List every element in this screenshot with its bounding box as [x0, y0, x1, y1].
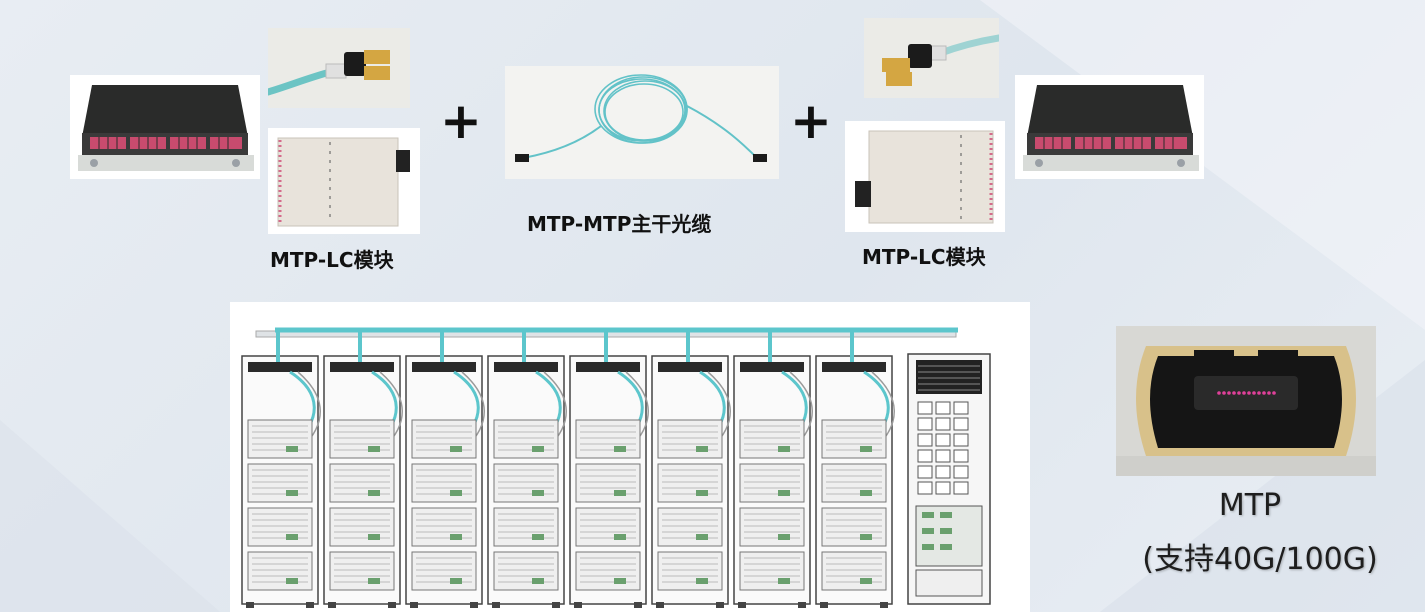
server-rack: [815, 332, 895, 608]
mtp-subtitle: (支持40G/100G): [1142, 542, 1378, 577]
cassette-module-icon: [268, 128, 420, 234]
mtp-title: MTP: [1218, 488, 1282, 523]
lc-connector-icon: [864, 18, 999, 98]
plus-sign-left: +: [440, 92, 482, 150]
right-patch-panel-photo: [1015, 75, 1204, 179]
server-rack: [487, 332, 567, 608]
right-connector-photo: [864, 18, 999, 98]
server-rack-row-icon: [230, 302, 1030, 612]
mtp-connector-closeup-icon: [1116, 326, 1376, 476]
left-patch-panel-photo: [70, 75, 260, 179]
lc-connector-icon: [268, 28, 410, 108]
fiber-trunk-cable-icon: [505, 66, 779, 179]
mtp-connector-closeup: [1116, 326, 1376, 476]
server-rack: [651, 332, 731, 608]
left-module-caption: MTP-LC模块: [270, 248, 394, 272]
server-rack: [733, 332, 813, 608]
server-rack: [405, 332, 485, 608]
cassette-module-icon: [845, 121, 1005, 232]
left-connector-photo: [268, 28, 410, 108]
right-module-caption: MTP-LC模块: [862, 245, 986, 269]
datacenter-rack-row: [230, 302, 1030, 612]
server-rack: [241, 332, 321, 608]
server-rack: [569, 332, 649, 608]
patch-panel-icon: [1015, 75, 1204, 179]
left-cassette-photo: [268, 128, 420, 234]
trunk-cable-caption: MTP-MTP主干光缆: [527, 212, 712, 236]
network-rack: [907, 353, 991, 605]
trunk-cable-photo: [505, 66, 779, 179]
patch-panel-icon: [70, 75, 260, 179]
server-rack: [323, 332, 403, 608]
right-cassette-photo: [845, 121, 1005, 232]
plus-sign-right: +: [790, 92, 832, 150]
